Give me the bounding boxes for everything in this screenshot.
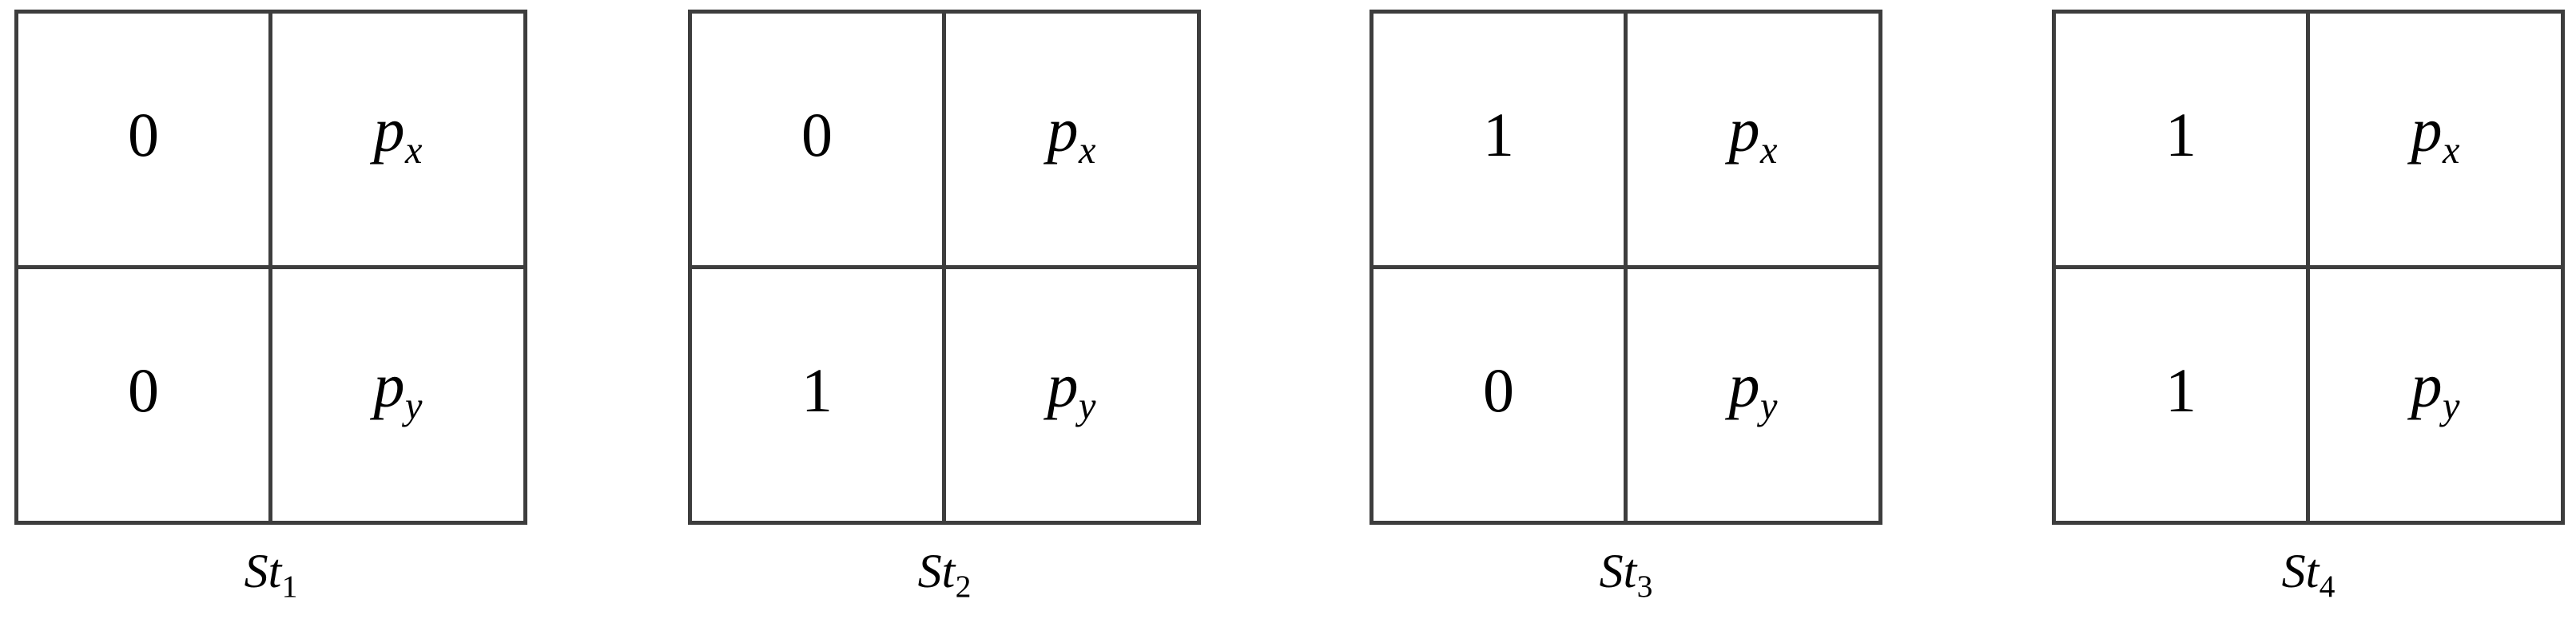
symbol-py: py <box>2411 355 2460 426</box>
symbol-subscript: x <box>2443 129 2460 172</box>
state-caption-1: St1 <box>14 547 527 602</box>
symbol-base: p <box>1047 95 1079 165</box>
state-table-3: 1 px 0 py <box>1369 10 1882 525</box>
bit-value: 1 <box>1483 99 1514 169</box>
bit-value: 0 <box>128 99 159 169</box>
symbol-py: py <box>1729 355 1778 426</box>
symbol-base: p <box>373 95 405 165</box>
state-table-4: 1 px 1 py <box>2052 10 2565 525</box>
caption-subscript: 1 <box>281 568 298 604</box>
symbol-px: px <box>1047 99 1096 170</box>
symbol-px: px <box>2411 99 2460 170</box>
symbol-subscript: y <box>2443 384 2460 427</box>
caption-subscript: 3 <box>1636 568 1653 604</box>
symbol-py: py <box>1047 355 1096 426</box>
table-row: 1 px <box>2052 10 2565 269</box>
value-cell-y: 1 <box>688 265 946 525</box>
table-row: 1 py <box>2052 265 2565 525</box>
value-cell-x: 1 <box>1369 10 1628 269</box>
value-cell-x: 0 <box>14 10 272 269</box>
bit-value: 1 <box>2165 355 2196 425</box>
symbol-subscript: y <box>1760 384 1778 427</box>
bit-value: 1 <box>801 355 833 425</box>
symbol-base: p <box>1728 95 1760 165</box>
bit-value: 0 <box>801 99 833 169</box>
value-cell-x: 1 <box>2052 10 2310 269</box>
symbol-base: p <box>1047 351 1079 421</box>
symbol-base: p <box>1728 351 1760 421</box>
state-table-group-2: 0 px 1 py St2 <box>688 10 1201 602</box>
value-cell-y: 0 <box>14 265 272 525</box>
caption-base: St <box>1599 545 1637 597</box>
symbol-cell-y: py <box>1624 265 1882 525</box>
symbol-base: p <box>373 351 405 421</box>
bit-value: 0 <box>128 355 159 425</box>
symbol-subscript: y <box>1079 384 1096 427</box>
value-cell-y: 0 <box>1369 265 1628 525</box>
table-row: 0 py <box>14 265 527 525</box>
symbol-cell-y: py <box>942 265 1201 525</box>
caption-base: St <box>244 545 282 597</box>
symbol-subscript: x <box>1079 129 1096 172</box>
symbol-cell-x: px <box>942 10 1201 269</box>
symbol-px: px <box>374 99 423 170</box>
symbol-cell-x: px <box>268 10 527 269</box>
symbol-subscript: y <box>405 384 423 427</box>
bit-value: 1 <box>2165 99 2196 169</box>
value-cell-x: 0 <box>688 10 946 269</box>
caption-base: St <box>917 545 956 597</box>
state-table-group-4: 1 px 1 py St4 <box>2052 10 2565 602</box>
symbol-cell-x: px <box>1624 10 1882 269</box>
symbol-base: p <box>2411 95 2443 165</box>
bit-value: 0 <box>1483 355 1514 425</box>
value-cell-y: 1 <box>2052 265 2310 525</box>
table-row: 1 px <box>1369 10 1882 269</box>
state-caption-3: St3 <box>1369 547 1882 602</box>
caption-subscript: 4 <box>2319 568 2335 604</box>
state-caption-2: St2 <box>688 547 1201 602</box>
symbol-subscript: x <box>1760 129 1778 172</box>
table-row: 0 px <box>688 10 1201 269</box>
state-table-2: 0 px 1 py <box>688 10 1201 525</box>
symbol-py: py <box>374 355 423 426</box>
table-row: 0 px <box>14 10 527 269</box>
state-table-group-1: 0 px 0 py St1 <box>14 10 527 602</box>
table-row: 1 py <box>688 265 1201 525</box>
symbol-base: p <box>2411 351 2443 421</box>
caption-subscript: 2 <box>955 568 972 604</box>
state-table-group-3: 1 px 0 py St3 <box>1369 10 1882 602</box>
state-caption-4: St4 <box>2052 547 2565 602</box>
table-row: 0 py <box>1369 265 1882 525</box>
symbol-subscript: x <box>405 129 423 172</box>
state-table-1: 0 px 0 py <box>14 10 527 525</box>
symbol-cell-x: px <box>2306 10 2565 269</box>
symbol-px: px <box>1729 99 1778 170</box>
caption-base: St <box>2281 545 2320 597</box>
symbol-cell-y: py <box>268 265 527 525</box>
symbol-cell-y: py <box>2306 265 2565 525</box>
